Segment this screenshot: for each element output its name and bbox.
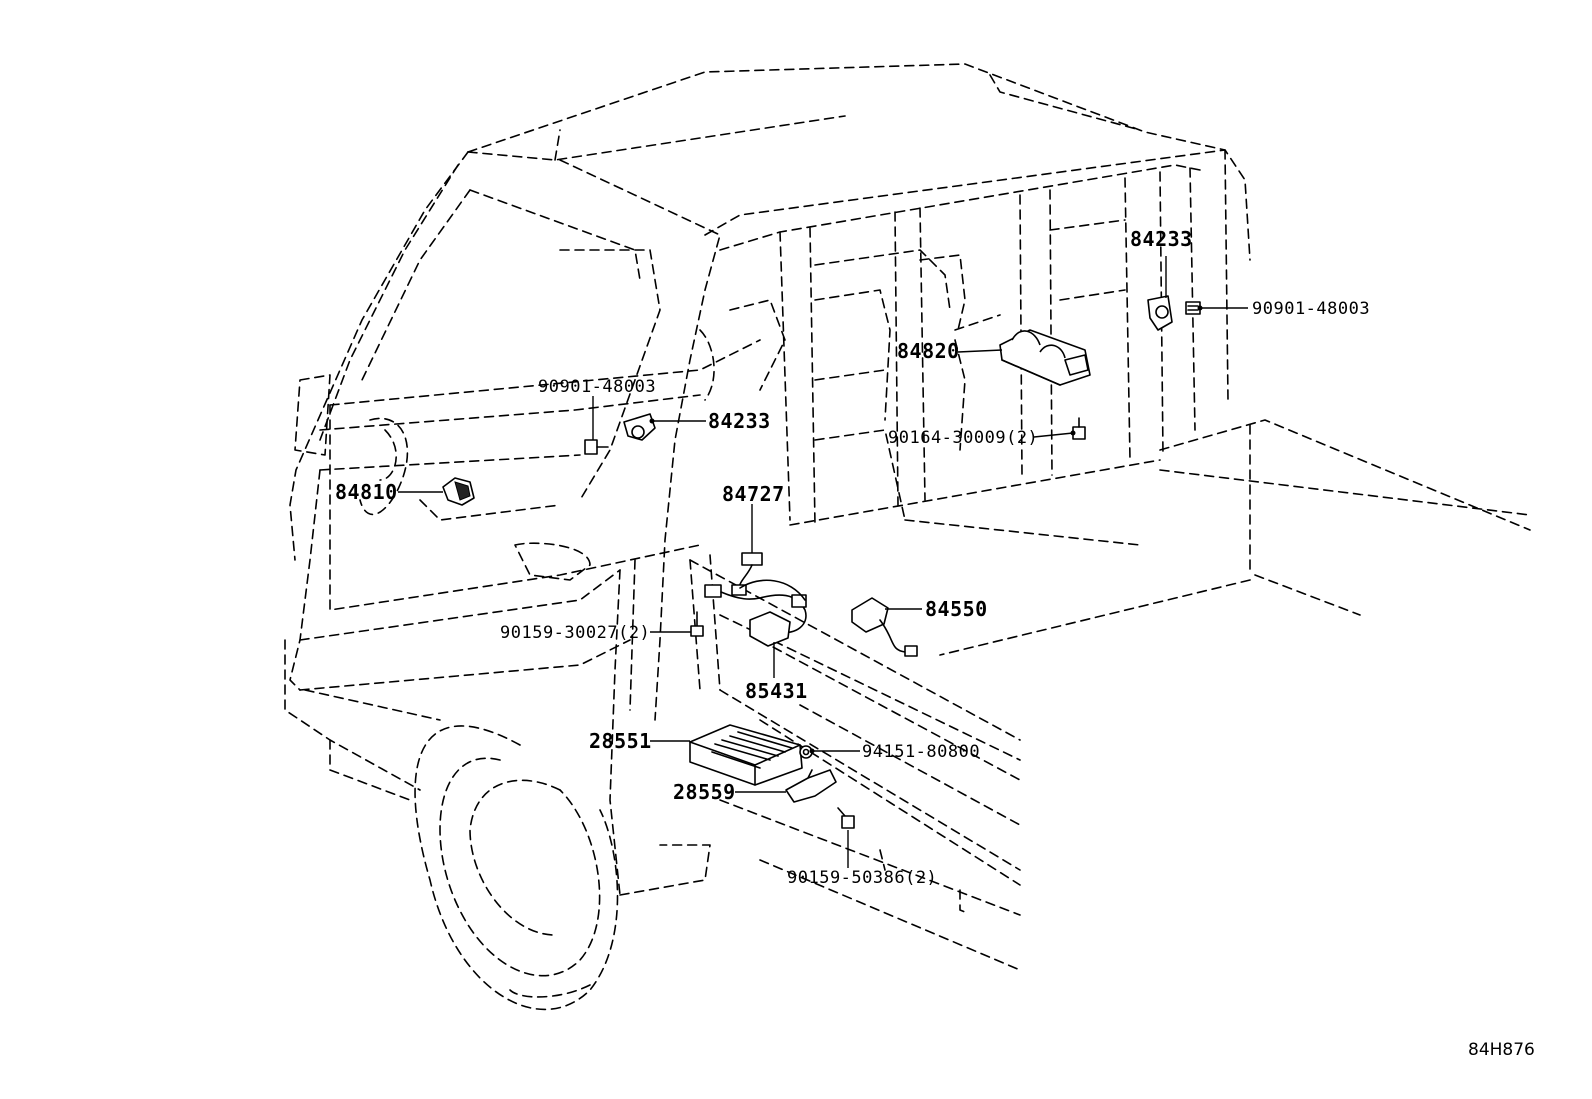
screw-90159-lower-icon (837, 807, 855, 829)
connector-84727-icon (731, 552, 763, 596)
switch-84550-icon (851, 597, 918, 657)
label-84810: 84810 (335, 480, 398, 504)
power-window-master-switch-84820-icon (999, 329, 1091, 386)
label-90901-48003-right: 90901-48003 (1252, 299, 1370, 319)
screw-90901-left-icon (584, 439, 609, 455)
label-28551: 28551 (589, 729, 652, 753)
label-84233-left: 84233 (708, 409, 771, 433)
screw-90901-right-icon (1185, 301, 1201, 315)
control-unit-28551-icon (689, 724, 803, 786)
label-90901-48003-left: 90901-48003 (538, 377, 656, 397)
bracket-28559-icon (785, 769, 837, 803)
switch-84810-icon (442, 477, 475, 506)
screw-90159-upper-icon (690, 611, 704, 637)
switch-84233-right-icon (1147, 295, 1173, 331)
label-90164-30009: 90164-30009(2) (888, 428, 1038, 448)
leader-lines (398, 256, 1248, 868)
label-94151-80800: 94151-80800 (862, 742, 980, 762)
label-84233-right: 84233 (1130, 227, 1193, 251)
relay-harness-85431-icon (704, 579, 807, 647)
screw-90164-icon (1072, 417, 1086, 440)
label-84550: 84550 (925, 597, 988, 621)
label-90159-30027: 90159-30027(2) (500, 623, 650, 643)
diagram-code: 84H876 (1468, 1040, 1535, 1060)
label-84727: 84727 (722, 482, 785, 506)
label-84820: 84820 (897, 339, 960, 363)
switch-84233-left-icon (623, 413, 656, 441)
label-90159-50386: 90159-50386(2) (787, 868, 937, 888)
label-28559: 28559 (673, 780, 736, 804)
label-85431: 85431 (745, 679, 808, 703)
